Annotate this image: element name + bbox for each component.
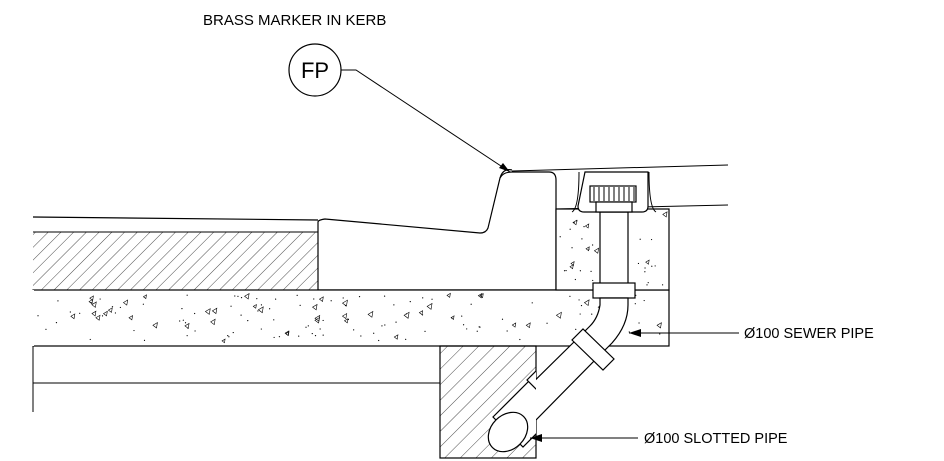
marker-leader-line: [341, 69, 511, 173]
slotted-pipe-coupling: [526, 370, 536, 390]
pipe-coupling-mid: [571, 328, 615, 371]
concrete-aggregate-specks: [37, 211, 668, 344]
concrete-bedding: [32, 289, 670, 347]
marker-note-label: BRASS MARKER IN KERB: [203, 12, 386, 29]
footpath-top-line: [511, 164, 729, 172]
pavement-surface-line: [32, 216, 319, 221]
pavement-hatch-block: [33, 232, 319, 290]
slotted-leader-arrow: [530, 434, 542, 442]
slotted-pipe-end: [487, 411, 529, 453]
sewer-leader-arrow: [629, 329, 641, 337]
slotted-pipe-label: Ø100 SLOTTED PIPE: [644, 431, 788, 447]
kerb-profile: [317, 171, 557, 291]
surface-grate: [571, 171, 657, 213]
sewer-pipe-label: Ø100 SEWER PIPE: [744, 326, 874, 342]
slotted-pipe: [487, 370, 536, 453]
marker-tag-text: FP: [301, 58, 329, 83]
kerb-nose-detail: [499, 169, 513, 179]
pipe-coupling-upper: [592, 282, 636, 299]
marker-leader-arrow: [499, 163, 510, 172]
